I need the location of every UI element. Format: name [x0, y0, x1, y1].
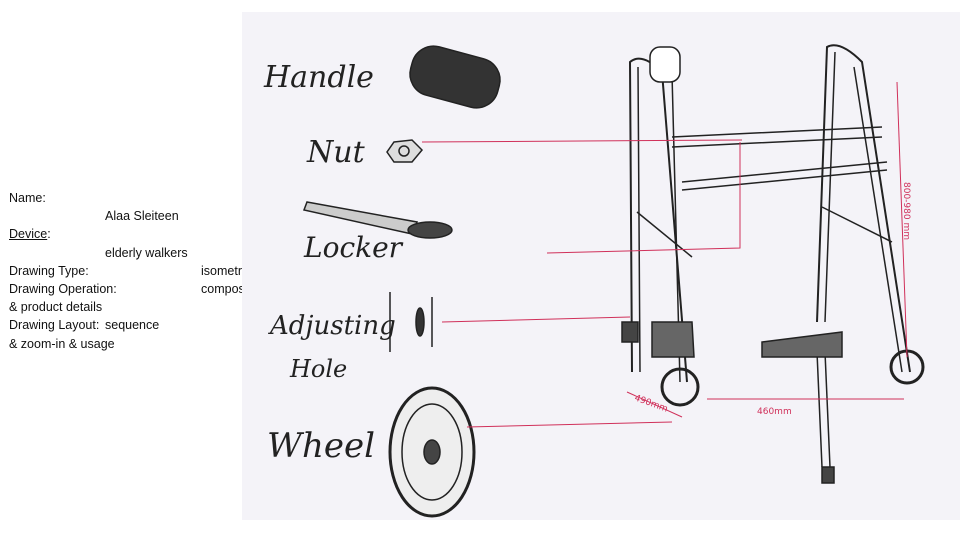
device-label: Device:: [9, 225, 245, 243]
label-wheel: Wheel: [267, 426, 375, 466]
operation-label: Drawing Operation:: [9, 281, 117, 296]
adjusting-hole-part-icon: [389, 292, 433, 352]
label-hole: Hole: [289, 355, 347, 383]
label-locker: Locker: [303, 231, 404, 264]
walker-frame: [621, 44, 925, 484]
locker-leader: [546, 142, 741, 254]
handle-part-icon: [409, 45, 501, 109]
info-text: Name: Alaa Sleiteen Device: elderly walk…: [9, 189, 245, 353]
wheel-leader: [466, 421, 673, 428]
layout-cont: & zoom-in & usage: [9, 336, 115, 351]
label-handle: Handle: [263, 60, 374, 95]
operation-row: Drawing Operation: compos: [9, 280, 245, 298]
walker-sketch: Handle Nut Locker Adjusting Hole Wheel 8…: [242, 12, 960, 520]
operation-cont: & product details: [9, 300, 103, 315]
type-row: Drawing Type: isometr: [9, 262, 245, 280]
layout-value: sequence: [105, 318, 160, 333]
depth-dim: [626, 391, 683, 418]
nut-leader: [421, 139, 743, 143]
type-label: Drawing Type:: [9, 263, 89, 278]
sketch-svg: Handle Nut Locker Adjusting Hole Wheel 8…: [263, 44, 925, 518]
locker-part-icon: [302, 201, 453, 239]
layout-label: Drawing Layout:: [9, 318, 100, 333]
name-label: Name:: [9, 191, 46, 205]
layout-row: Drawing Layout: sequence: [9, 316, 245, 334]
name-value: Alaa Sleiteen: [105, 209, 179, 224]
nut-part-icon: [386, 139, 424, 163]
device-value: elderly walkers: [105, 245, 188, 260]
height-dim: [896, 81, 908, 358]
adjust-leader: [441, 316, 631, 323]
label-nut: Nut: [306, 135, 366, 170]
operation-value: compos: [201, 281, 245, 296]
device-label-text: Device: [9, 227, 48, 242]
wheel-part-icon: [388, 386, 476, 518]
device-colon: :: [47, 227, 51, 242]
type-value: isometr: [201, 263, 242, 278]
dim-height: 800-980 mm: [901, 182, 911, 240]
label-adjusting: Adjusting: [268, 311, 396, 341]
dim-width: 460mm: [757, 407, 792, 417]
